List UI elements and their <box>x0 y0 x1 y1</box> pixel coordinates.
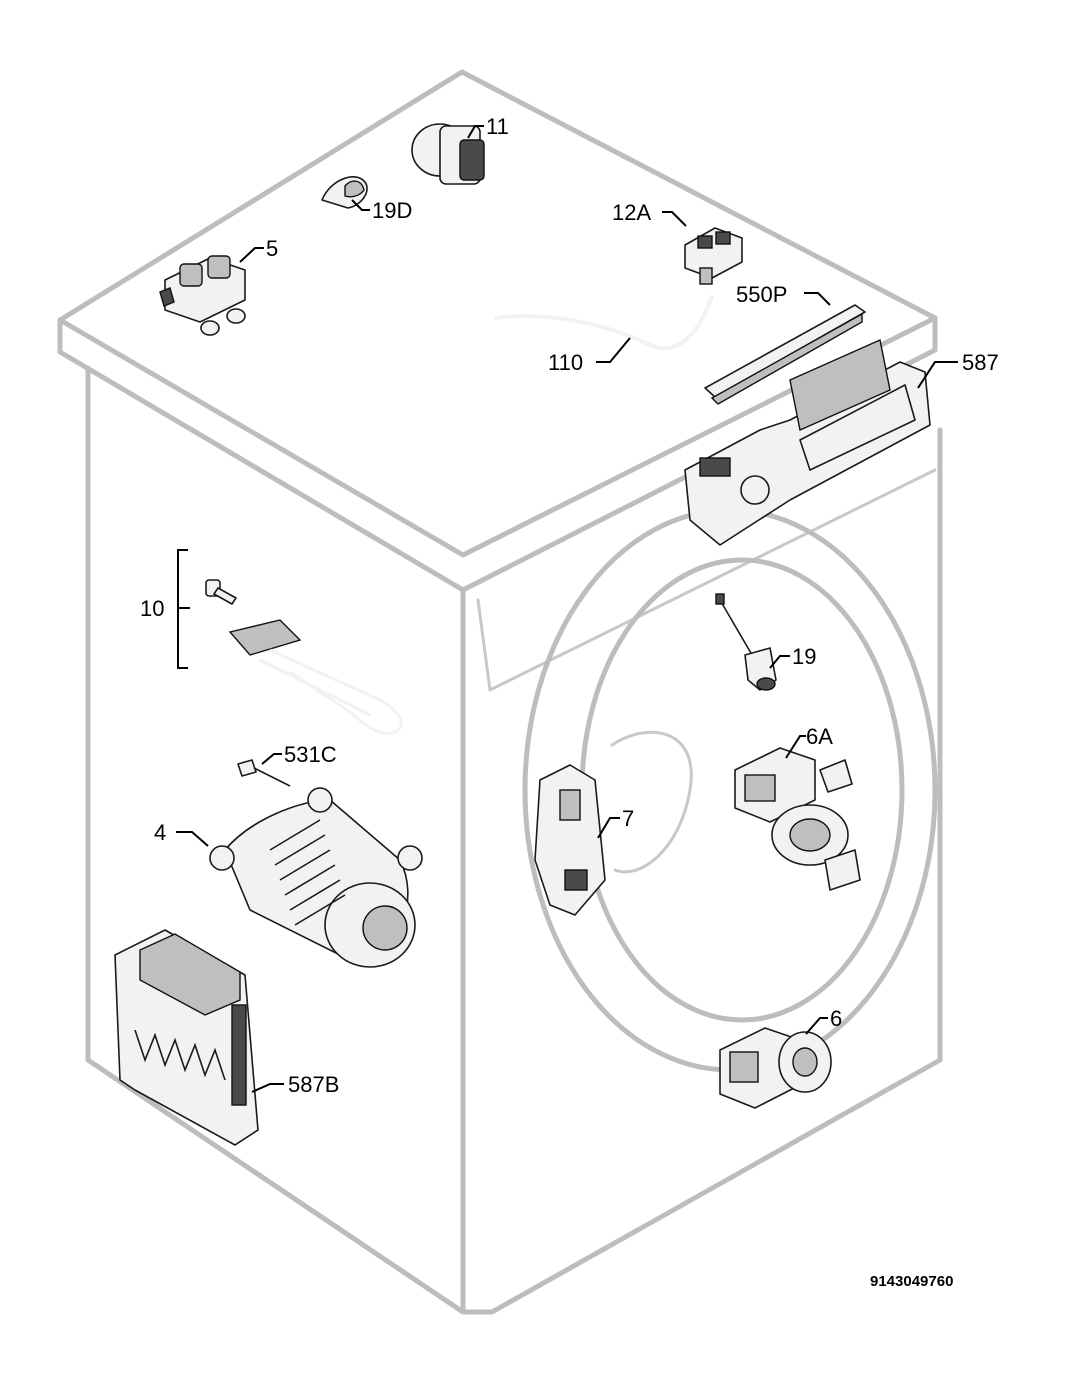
part-5-inlet-valve <box>159 255 246 336</box>
part-531C-screw <box>237 759 291 787</box>
part-19-temperature-sensor <box>715 593 777 691</box>
part-11-suppressor <box>411 123 485 185</box>
label-part-531C: 531C <box>284 742 337 767</box>
label-part-587B: 587B <box>288 1072 339 1097</box>
part-587B-power-module <box>114 929 259 1146</box>
label-part-110: 110 <box>548 350 583 375</box>
part-550P-light-guide <box>704 304 866 405</box>
part-19D-clip <box>321 176 368 209</box>
cabinet-outline <box>57 69 943 1315</box>
part-7-door-lock <box>534 764 606 916</box>
label-part-19: 19 <box>792 644 816 669</box>
drawing-code: 9143049760 <box>870 1273 953 1290</box>
label-part-12A: 12A <box>612 200 651 225</box>
label-part-4: 4 <box>154 820 166 845</box>
part-labels: 11 19D 5 12A 550P 110 587 10 19 531C 6A … <box>140 114 999 1290</box>
label-part-5: 5 <box>266 236 278 261</box>
part-6-drain-pump <box>719 1027 832 1109</box>
label-part-550P: 550P <box>736 282 787 307</box>
part-4-motor <box>209 787 423 968</box>
label-part-587: 587 <box>962 350 999 375</box>
label-part-10: 10 <box>140 596 164 621</box>
label-part-6A: 6A <box>806 724 833 749</box>
part-110-pressure-hose <box>494 295 714 351</box>
leader-lines <box>176 125 958 1093</box>
part-6A-circulation-pump <box>734 747 861 891</box>
part-587-control-module <box>684 339 931 546</box>
part-10-heating-element <box>177 549 403 735</box>
label-part-11: 11 <box>486 114 509 139</box>
label-part-6: 6 <box>830 1006 842 1031</box>
label-part-19D: 19D <box>372 198 412 223</box>
label-part-7: 7 <box>622 806 634 831</box>
part-12A-pressure-switch <box>684 227 743 285</box>
